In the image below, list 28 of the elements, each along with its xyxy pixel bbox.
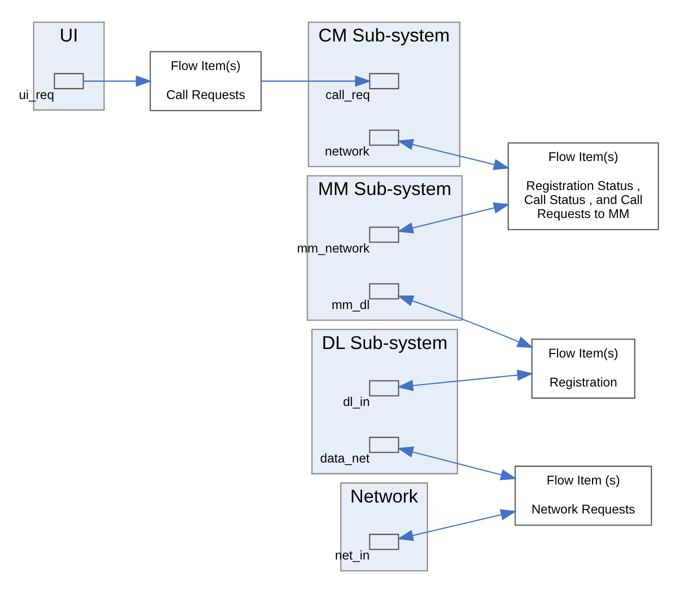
node-label: data_net [320,452,370,466]
node-label: ui_req [18,88,54,102]
node-box [54,73,84,90]
node-box [369,226,400,243]
node-label: call_req [326,88,370,102]
arrow [262,75,372,87]
node-box [369,283,400,300]
node-box [369,436,400,453]
arrow [397,446,517,480]
arrow [397,370,534,392]
node-box [369,73,400,90]
node-box: Flow Item(s) Registration [531,338,636,399]
arrow [83,75,152,87]
node-box: Flow Item(s) Registration Status , Call Status , and Call Requests to MM [508,142,659,230]
node-box: Flow Item (s) Network Requests [514,466,652,526]
node-box [369,130,400,146]
arrow [397,509,517,541]
node-box [369,534,400,550]
node-box: Flow Item(s) Call Requests [150,51,262,112]
node-label: mm_network [296,241,370,256]
node-label: mm_dl [332,298,370,312]
node-label: dl_in [342,394,370,409]
node-box [369,380,400,396]
arrow [397,139,510,170]
arrow [397,295,534,348]
arrow [397,202,510,234]
node-label: net_in [335,548,370,563]
node-label: network [324,144,370,158]
